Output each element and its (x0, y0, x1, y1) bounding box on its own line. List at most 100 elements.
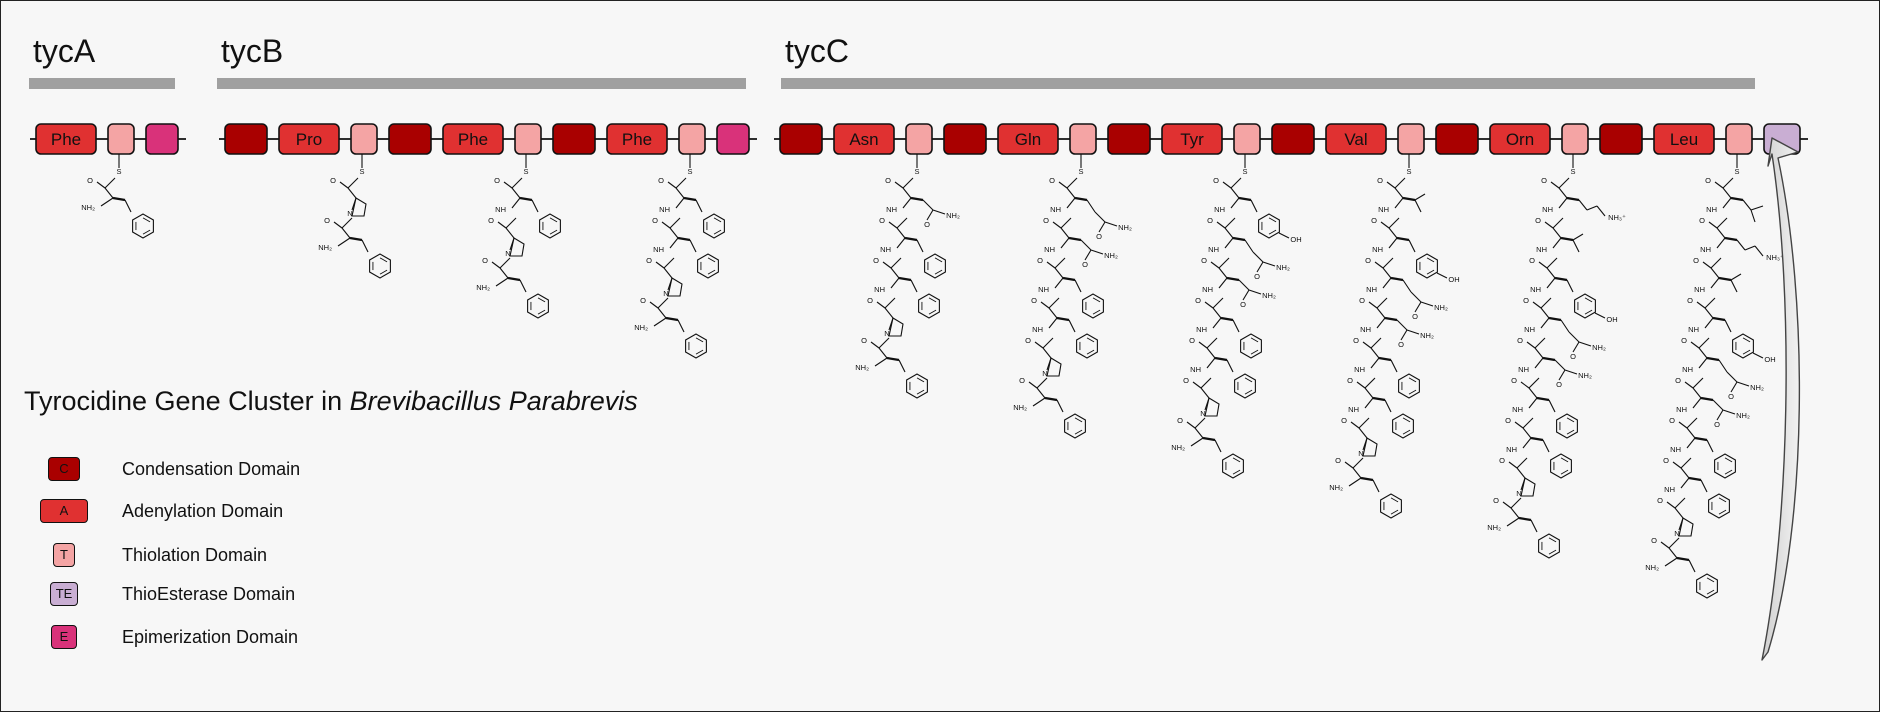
bond (1380, 221, 1390, 229)
legend-label: Epimerization Domain (122, 627, 299, 647)
condensation-domain (1435, 123, 1479, 155)
atom-label: NH (653, 245, 664, 254)
pyrrolidine-ring (1678, 517, 1694, 537)
bond (878, 337, 890, 349)
bond (1730, 196, 1744, 202)
bond (1722, 197, 1732, 209)
bond (1376, 307, 1386, 319)
atom-label: N (1674, 529, 1679, 538)
bond (1674, 507, 1684, 519)
bond (657, 297, 669, 309)
atom-label: O (640, 296, 646, 305)
bond (1694, 436, 1708, 442)
bond (124, 199, 132, 213)
bond (888, 221, 898, 229)
bond (511, 197, 521, 209)
bond (1436, 272, 1448, 279)
bond (1578, 341, 1592, 347)
bond (1250, 337, 1259, 343)
bond (1712, 399, 1724, 411)
atom-label: NH₂ (1171, 443, 1185, 452)
pyrrolidine-ring (1046, 357, 1062, 377)
bond (1214, 439, 1222, 453)
bond (898, 276, 912, 282)
adenylation-domain (442, 123, 504, 155)
bond (1376, 297, 1388, 309)
gene-bar (781, 78, 1755, 89)
bond (1060, 217, 1072, 229)
bond (347, 177, 359, 189)
atom-label: O (1669, 416, 1675, 425)
atom-label: NH (1050, 205, 1061, 214)
benzene-ring (1064, 413, 1086, 439)
bond (1202, 436, 1216, 442)
adenylation-domain (606, 123, 668, 155)
bond (1406, 329, 1420, 335)
bond (1686, 427, 1696, 439)
atom-label: NH₂ (1487, 523, 1501, 532)
bond (1706, 577, 1715, 583)
bond (1244, 389, 1253, 395)
bond (1402, 417, 1411, 423)
bond (1532, 301, 1542, 309)
atom-label: NH (1366, 285, 1377, 294)
bond (1700, 479, 1708, 493)
atom-label: O (646, 256, 652, 265)
bond (1572, 239, 1580, 253)
bond (1192, 381, 1202, 389)
atom-label: O (1177, 416, 1183, 425)
atom-label: NH (886, 205, 897, 214)
bond (677, 319, 685, 333)
bond (1066, 187, 1076, 199)
atom-label: O (1037, 256, 1043, 265)
bond (1388, 217, 1400, 229)
bond (549, 229, 558, 235)
bond (1542, 356, 1556, 362)
peptidyl-intermediate: SONH₃⁺NHONHOOHNHOONH₂NHOONH₂NHONHONHONON… (1487, 154, 1626, 559)
bond (896, 217, 908, 229)
bond (1722, 409, 1736, 415)
atom-label: N (347, 209, 352, 218)
atom-label: O (1031, 296, 1037, 305)
atom-label: NH₂ (1329, 483, 1343, 492)
bond (1566, 429, 1575, 435)
bond (1230, 187, 1240, 199)
bond (1698, 337, 1710, 349)
atom-label: S (687, 167, 692, 176)
bond (1352, 467, 1362, 479)
bond (1706, 439, 1714, 453)
atom-label: O (1335, 456, 1341, 465)
bond (1052, 221, 1062, 229)
bond (1074, 429, 1083, 435)
atom-label: S (1242, 167, 1247, 176)
benzene-ring (918, 293, 940, 319)
bond (1730, 381, 1738, 393)
bond (1384, 399, 1392, 413)
pyrrolidine-ring (351, 197, 367, 217)
bond (1198, 341, 1208, 349)
bond (1194, 427, 1204, 439)
bond (1414, 301, 1422, 313)
bond (1388, 237, 1398, 249)
bond (1086, 337, 1095, 343)
bond (537, 309, 546, 315)
bond (657, 307, 667, 319)
bond (1510, 507, 1520, 519)
atom-label: NH₂ (634, 323, 648, 332)
atom-label: S (1406, 167, 1411, 176)
benzene-ring (924, 253, 946, 279)
atom-label: O (1523, 296, 1529, 305)
bond (1548, 537, 1557, 543)
benzene-ring (1240, 333, 1262, 359)
bond (649, 301, 659, 309)
atom-label: NH (1372, 245, 1383, 254)
bond (349, 236, 363, 242)
bond (1356, 381, 1366, 389)
benzene-ring (1538, 533, 1560, 559)
atom-label: O (1341, 416, 1347, 425)
atom-label: O (924, 220, 930, 229)
bond (1408, 389, 1417, 395)
bond (1092, 309, 1101, 315)
atom-label: O (1189, 336, 1195, 345)
bond (1378, 356, 1392, 362)
